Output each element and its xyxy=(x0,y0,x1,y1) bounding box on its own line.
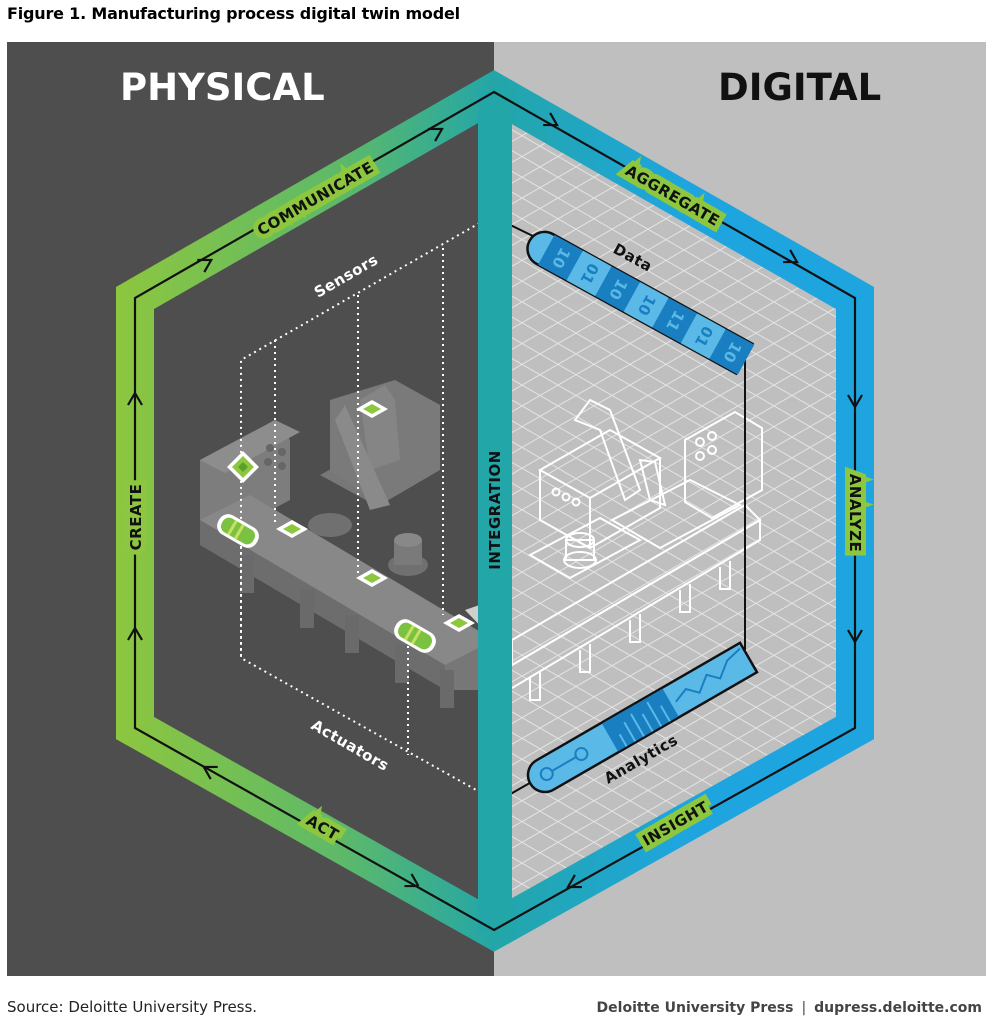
data-bit-cell xyxy=(652,297,698,344)
digital-production-line xyxy=(512,398,763,701)
footer-separator: | xyxy=(801,1000,807,1016)
create-label: CREATE xyxy=(127,484,145,551)
data-bit-cell xyxy=(595,266,641,312)
footer-url[interactable]: dupress.deloitte.com xyxy=(814,1000,982,1016)
data-bit-cell xyxy=(566,250,612,297)
actuator-icons xyxy=(217,514,436,653)
data-bit-cell xyxy=(623,282,669,328)
footer-brand: Deloitte University Press xyxy=(596,1000,794,1016)
sensor-signal-lines xyxy=(240,216,495,801)
source-note: Source: Deloitte University Press. xyxy=(7,998,258,1016)
analyze-label: ANALYZE xyxy=(846,474,864,552)
sensor-icons xyxy=(227,400,475,632)
cycle-arrows xyxy=(127,112,863,889)
data-bit-cell xyxy=(538,234,584,281)
analytics-strip xyxy=(526,641,759,794)
physical-heading: PHYSICAL xyxy=(120,66,325,109)
data-bit-cell xyxy=(680,313,726,359)
digital-heading: DIGITAL xyxy=(718,66,881,109)
figure-title: Figure 1. Manufacturing process digital … xyxy=(7,4,460,23)
cycle-line xyxy=(133,90,857,932)
data-bit-cell xyxy=(709,329,755,375)
integration-bar xyxy=(478,90,512,932)
integration-label: INTEGRATION xyxy=(486,450,504,570)
footer-credit: Deloitte University Press | dupress.deloit… xyxy=(597,1000,982,1016)
